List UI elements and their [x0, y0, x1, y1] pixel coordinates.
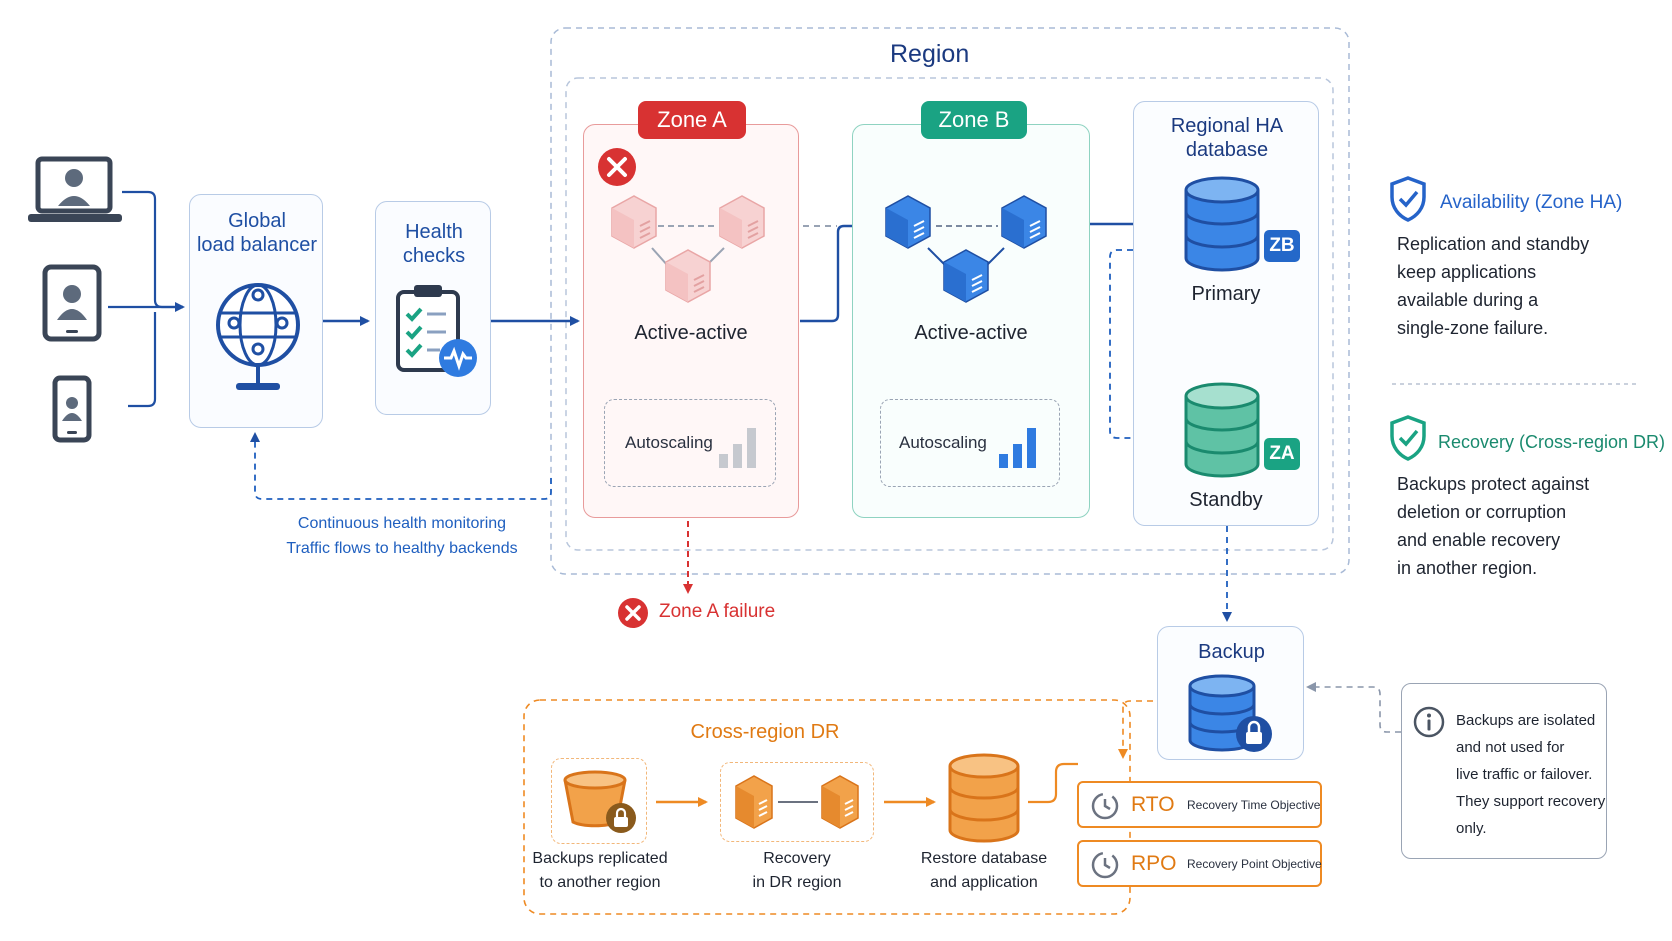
dr-title: Cross-region DR: [690, 721, 840, 743]
monitoring-line1: Continuous health monitoring: [297, 515, 507, 532]
rpo-full: Recovery Point Objective: [1187, 857, 1322, 871]
rpo-box: RPO Recovery Point Objective: [1077, 840, 1322, 887]
global-load-balancer-box: Global load balancer: [189, 194, 323, 428]
zone-a-label: Zone A: [638, 101, 746, 139]
note-line4: They support recovery: [1456, 793, 1606, 810]
note-line3: live traffic or failover.: [1456, 766, 1593, 783]
note-line2: and not used for: [1456, 739, 1565, 756]
recovery-line2: deletion or corruption: [1397, 502, 1567, 522]
recovery-line1: Backups protect against: [1397, 474, 1590, 494]
recovery-line4: in another region.: [1397, 558, 1538, 578]
rto-abbr: RTO: [1131, 793, 1175, 816]
database-title-line2: database: [1185, 139, 1269, 161]
availability-line1: Replication and standby: [1397, 234, 1590, 254]
note-line5: only.: [1456, 820, 1487, 837]
zone-a-autoscaling-box: Autoscaling: [604, 399, 776, 487]
rto-box: RTO Recovery Time Objective: [1077, 781, 1322, 828]
recovery-line3: and enable recovery: [1397, 530, 1561, 550]
availability-line2: keep applications: [1397, 262, 1537, 282]
zone-b-label: Zone B: [921, 101, 1027, 139]
availability-shield-icon: [1390, 176, 1426, 222]
primary-zone-badge: ZB: [1264, 230, 1300, 262]
zone-a-failure-close-icon: [598, 148, 636, 186]
clipboard-icon: [396, 285, 477, 377]
load-balancer-title-line1: Global: [228, 210, 286, 232]
availability-line4: single-zone failure.: [1397, 318, 1549, 338]
primary-label: Primary: [1191, 283, 1261, 305]
backup-title: Backup: [1198, 641, 1265, 663]
dr-step2-line2: in DR region: [752, 874, 842, 891]
globe-icon: [216, 283, 300, 390]
dr-step2-line1: Recovery: [763, 850, 831, 867]
dr-step1-line1: Backups replicated: [532, 850, 668, 867]
health-checks-title-line1: Health: [405, 221, 463, 243]
zone-a-node-label: Active-active: [634, 322, 748, 344]
cross-region-dr-boundary: [523, 699, 1131, 915]
dr-step2-box: [720, 762, 874, 842]
recovery-shield-icon: [1390, 415, 1426, 461]
primary-database-icon: [1184, 176, 1260, 272]
dr-step1-line2: to another region: [539, 874, 661, 891]
zone-a-failure-label: Zone A failure: [659, 601, 776, 622]
availability-line3: available during a: [1397, 290, 1539, 310]
zone-b-autoscaling-label: Autoscaling: [899, 433, 987, 452]
database-title-line1: Regional HA: [1170, 115, 1284, 137]
region-outer-boundary: [550, 27, 1350, 575]
rpo-clock-icon: [1091, 851, 1119, 879]
zone-a-autoscaling-label: Autoscaling: [625, 433, 713, 452]
zone-b-instances-icon: [885, 195, 1047, 303]
recovery-title: Recovery (Cross-region DR): [1438, 432, 1666, 452]
info-icon: [1413, 706, 1445, 738]
zone-b-bar-chart-icon: [999, 428, 1036, 468]
health-checks-title-line2: checks: [402, 245, 466, 267]
dr-step1-box: [551, 758, 647, 844]
region-title: Region: [890, 40, 970, 68]
zone-a-failure-icon: [618, 598, 648, 628]
note-line1: Backups are isolated: [1456, 712, 1596, 729]
rpo-abbr: RPO: [1131, 852, 1177, 875]
rto-clock-icon: [1091, 792, 1119, 820]
zone-a-bar-chart-icon: [719, 428, 756, 468]
zone-b-autoscaling-box: Autoscaling: [880, 399, 1060, 487]
monitoring-line2: Traffic flows to healthy backends: [286, 540, 518, 557]
health-checks-box: Health checks: [375, 201, 491, 415]
backup-info-note: Backups are isolated and not used for li…: [1401, 683, 1607, 859]
standby-database-icon: [1184, 382, 1260, 478]
zone-a-instances-icon: [611, 195, 765, 303]
tablet-client-icon: [42, 264, 102, 342]
load-balancer-title-line2: load balancer: [196, 234, 318, 256]
backup-database-lock-icon: [1188, 674, 1272, 752]
dr-recovery-instances-icon: [735, 775, 859, 829]
dr-step3-line1: Restore database: [920, 850, 1048, 867]
zone-a-box: [583, 124, 799, 518]
availability-title: Availability (Zone HA): [1440, 192, 1623, 213]
rto-full: Recovery Time Objective: [1187, 798, 1321, 812]
standby-zone-badge: ZA: [1264, 438, 1300, 470]
zone-b-box: [852, 124, 1090, 518]
zone-b-node-label: Active-active: [914, 322, 1028, 344]
restore-database-icon: [948, 753, 1020, 843]
dr-step3-line2: and application: [930, 874, 1038, 891]
phone-client-icon: [52, 375, 92, 443]
replicated-backup-bucket-lock-icon: [563, 770, 636, 833]
standby-label: Standby: [1189, 489, 1263, 511]
laptop-client-icon: [28, 156, 122, 222]
region-inner-boundary: [565, 77, 1334, 551]
